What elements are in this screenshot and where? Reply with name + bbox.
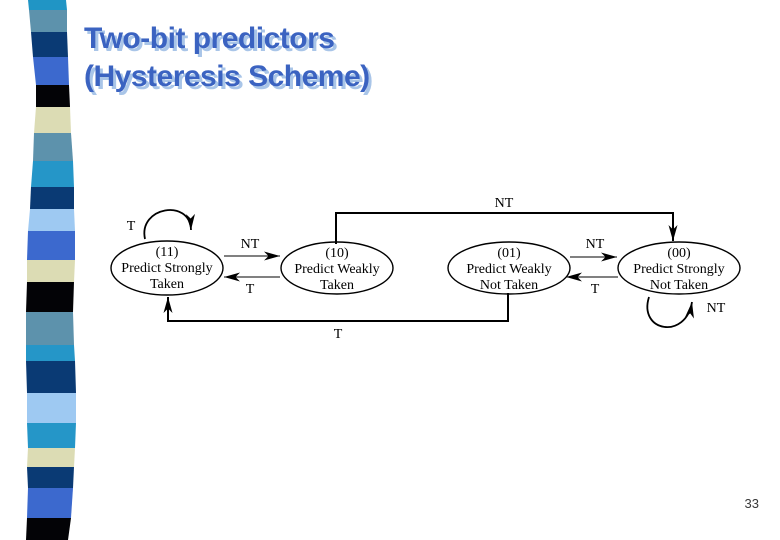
ribbon-segment <box>27 231 75 260</box>
ribbon-segment <box>31 161 74 187</box>
page-number: 33 <box>744 496 759 511</box>
state-11-name2: Taken <box>150 277 184 292</box>
ribbon-segment <box>26 518 71 540</box>
state-01-name2: Not Taken <box>480 278 538 293</box>
state-01-code: (01) <box>497 246 521 261</box>
ribbon-segment <box>26 282 74 312</box>
ribbon-segment <box>33 57 69 85</box>
state-00-name2: Not Taken <box>650 278 708 293</box>
transition-01-to-11-arrow <box>163 293 509 322</box>
ribbon-segment <box>28 209 75 231</box>
decorative-ribbon <box>26 0 76 540</box>
ribbon-segment <box>36 85 70 107</box>
state-01-name1: Predict Weakly <box>466 262 551 277</box>
ribbon-segment <box>29 10 67 32</box>
state-00-name1: Predict Strongly <box>633 262 724 277</box>
ribbon-segment <box>27 467 74 488</box>
ribbon-segment <box>26 361 76 393</box>
ribbon-segment <box>28 0 67 10</box>
ribbon-segment <box>27 260 75 282</box>
state-11-name1: Predict Strongly <box>121 261 212 276</box>
label-self-11: T <box>127 219 136 234</box>
label-t-01-to-11: T <box>334 327 343 342</box>
slide-title-line1: Two-bit predictors <box>84 22 335 55</box>
ribbon-segment <box>27 393 76 423</box>
transition-00-self-loop <box>646 296 694 328</box>
label-nt-11-to-10: NT <box>241 237 260 252</box>
label-self-00: NT <box>707 301 726 316</box>
state-10-code: (10) <box>325 246 349 261</box>
ribbon-segment <box>26 345 75 361</box>
state-10-name1: Predict Weakly <box>294 262 379 277</box>
ribbon-segment <box>26 312 74 345</box>
state-00-ellipse <box>617 241 741 295</box>
label-nt-10-to-00: NT <box>495 196 514 211</box>
ribbon-segment <box>33 133 73 161</box>
label-nt-01-to-00: NT <box>586 237 605 252</box>
ribbon-segment <box>27 488 73 518</box>
ribbon-segment <box>34 107 71 133</box>
ribbon-segment <box>27 423 76 448</box>
state-11-code: (11) <box>156 245 179 260</box>
ribbon-segment <box>30 187 74 209</box>
slide-title: Two-bit predictors (Hysteresis Scheme) <box>84 20 370 96</box>
label-t-00-to-01: T <box>591 282 600 297</box>
label-t-10-to-11: T <box>246 282 255 297</box>
transition-10-to-00-arrow <box>335 212 678 244</box>
slide-title-line2: (Hysteresis Scheme) <box>84 60 370 93</box>
state-10-name2: Taken <box>320 278 354 293</box>
ribbon-segment <box>31 32 68 57</box>
state-11-ellipse <box>110 240 224 296</box>
ribbon-segment <box>27 448 75 467</box>
transition-11-self-loop <box>143 209 195 240</box>
state-00-code: (00) <box>667 246 691 261</box>
